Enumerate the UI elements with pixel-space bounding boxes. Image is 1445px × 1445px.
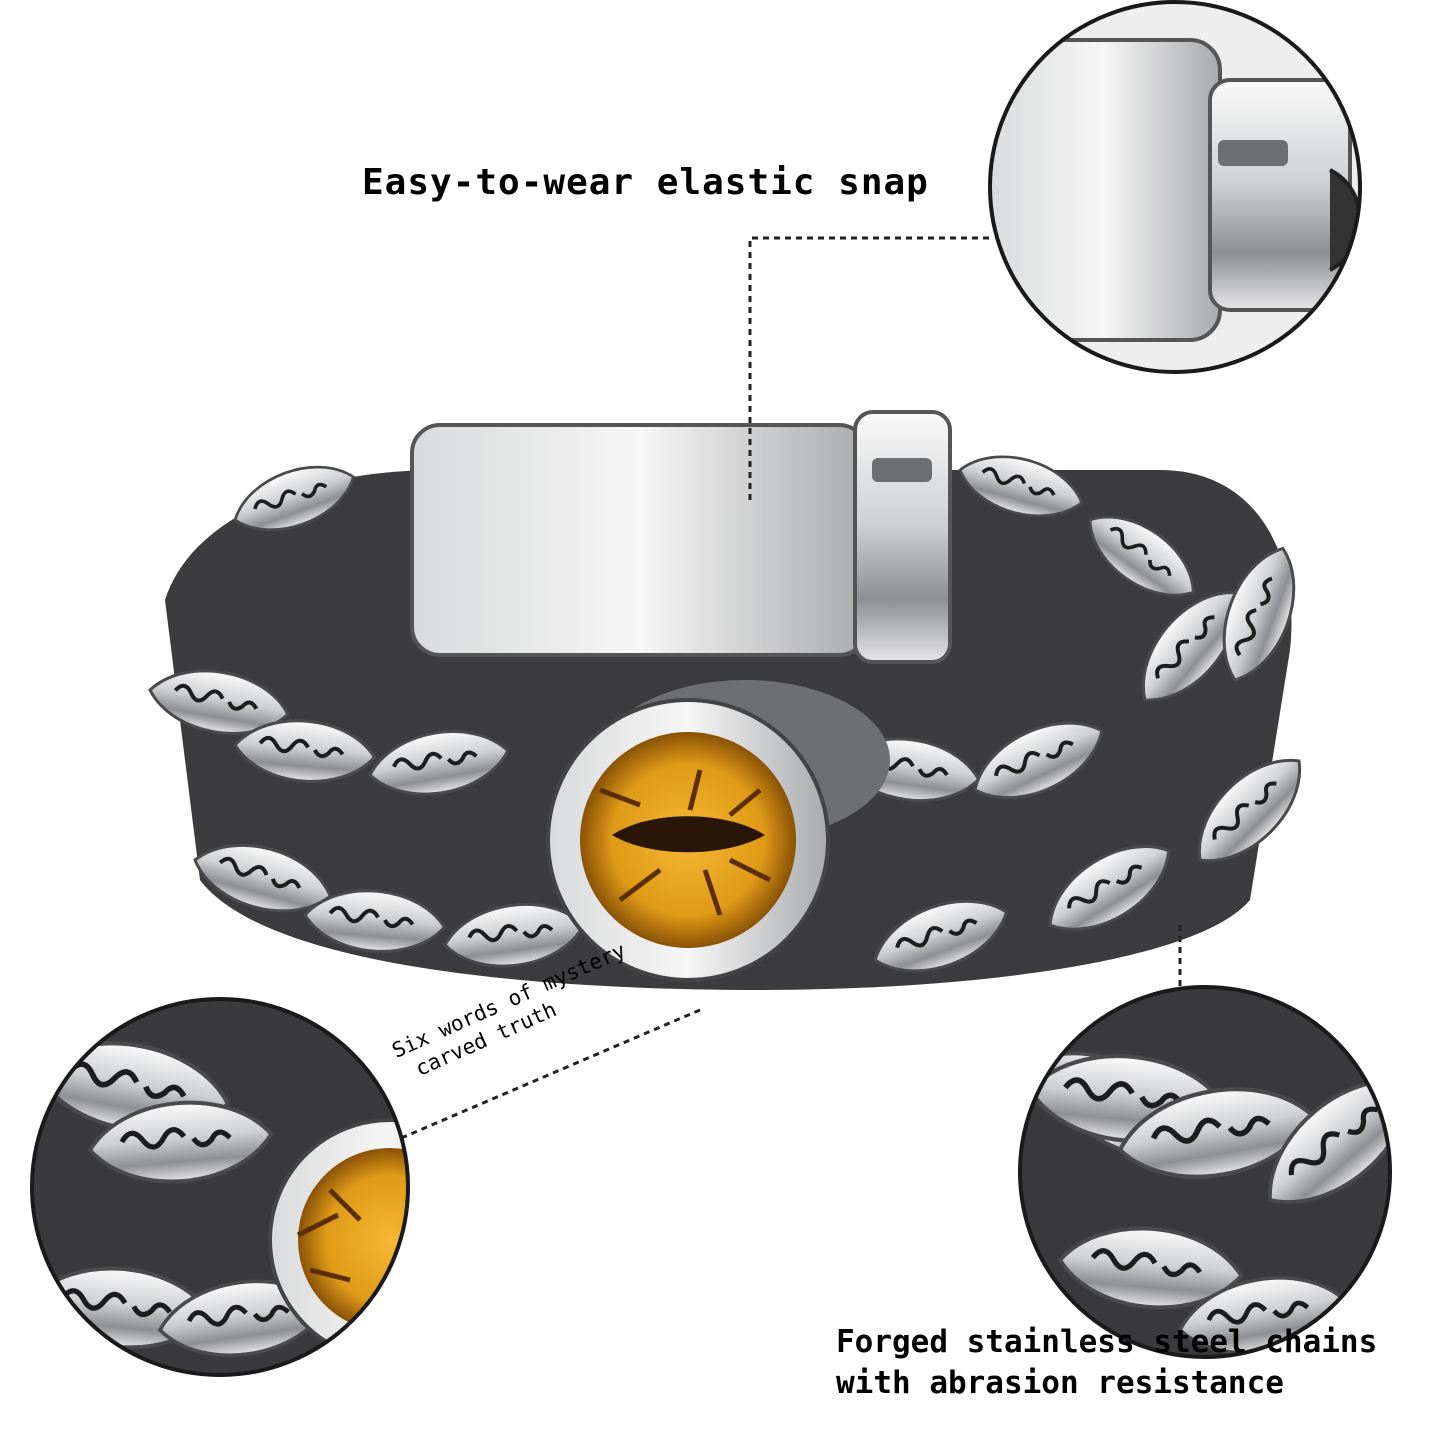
- chain-callout-line2: with abrasion resistance: [836, 1365, 1284, 1401]
- eye-zoom-image: [30, 997, 410, 1377]
- chain-zoom-image: [1018, 985, 1392, 1359]
- bracelet-image: [142, 410, 1320, 991]
- chain-callout-line1: Forged stainless steel chains: [836, 1324, 1378, 1360]
- leader-lines: [384, 236, 1182, 1147]
- snap-callout: Easy-to-wear elastic snap: [362, 162, 929, 203]
- chain-callout: Forged stainless steel chains with abras…: [836, 1322, 1377, 1404]
- clasp-zoom-image: [988, 0, 1362, 374]
